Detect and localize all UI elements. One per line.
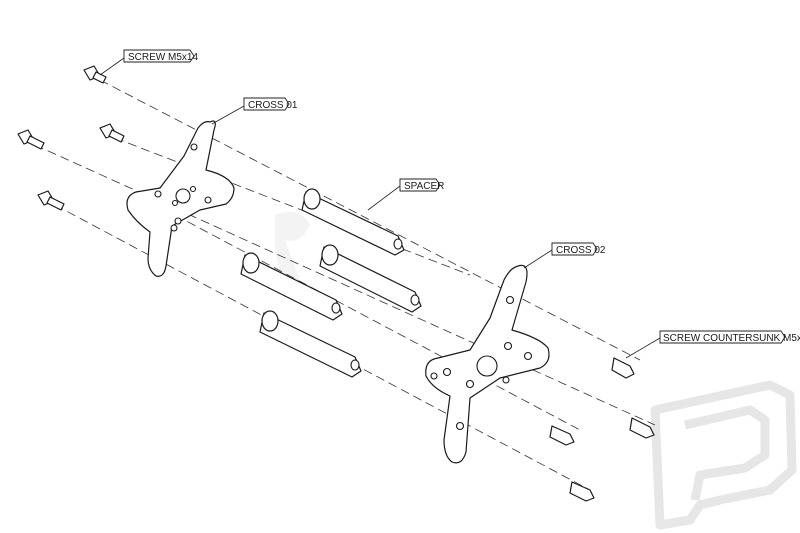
screw-countersunk-2	[629, 417, 655, 439]
callout-screw-m5x14: SCREW M5x14	[99, 49, 198, 76]
screw-m5x14-3	[17, 129, 45, 150]
screw-m5x14-2	[99, 123, 125, 143]
assembly-axes	[34, 79, 656, 491]
spacer-1	[301, 188, 405, 256]
screw-m5x14-4	[37, 190, 65, 211]
label-cross-02: CROSS 02	[556, 245, 606, 256]
cross-01-plate	[126, 120, 235, 277]
screw-countersunk-1	[611, 357, 635, 379]
callout-spacer: SPACER	[367, 178, 444, 211]
cross-02-center-hole	[476, 355, 498, 377]
watermark-logo	[650, 380, 797, 530]
spacer-2	[319, 244, 422, 313]
screw-m5x14-1	[83, 65, 107, 84]
spacer-4	[259, 310, 362, 378]
watermark-logo-center	[275, 211, 310, 290]
spacer-3	[240, 252, 343, 321]
label-screw-m5x14: SCREW M5x14	[128, 52, 198, 63]
label-spacer: SPACER	[404, 181, 444, 192]
cross-02-plate	[425, 264, 550, 464]
callout-cross-01: CROSS 01	[211, 97, 298, 125]
label-screw-countersunk: SCREW COUNTERSUNK M5x16	[663, 333, 800, 344]
callout-screw-countersunk: SCREW COUNTERSUNK M5x16	[625, 330, 800, 359]
label-cross-01: CROSS 01	[248, 100, 298, 111]
callout-cross-02: CROSS 02	[523, 242, 606, 269]
screw-countersunk-4	[569, 481, 595, 502]
screw-countersunk-3	[549, 425, 575, 446]
cross-01-center-hole	[175, 188, 191, 204]
